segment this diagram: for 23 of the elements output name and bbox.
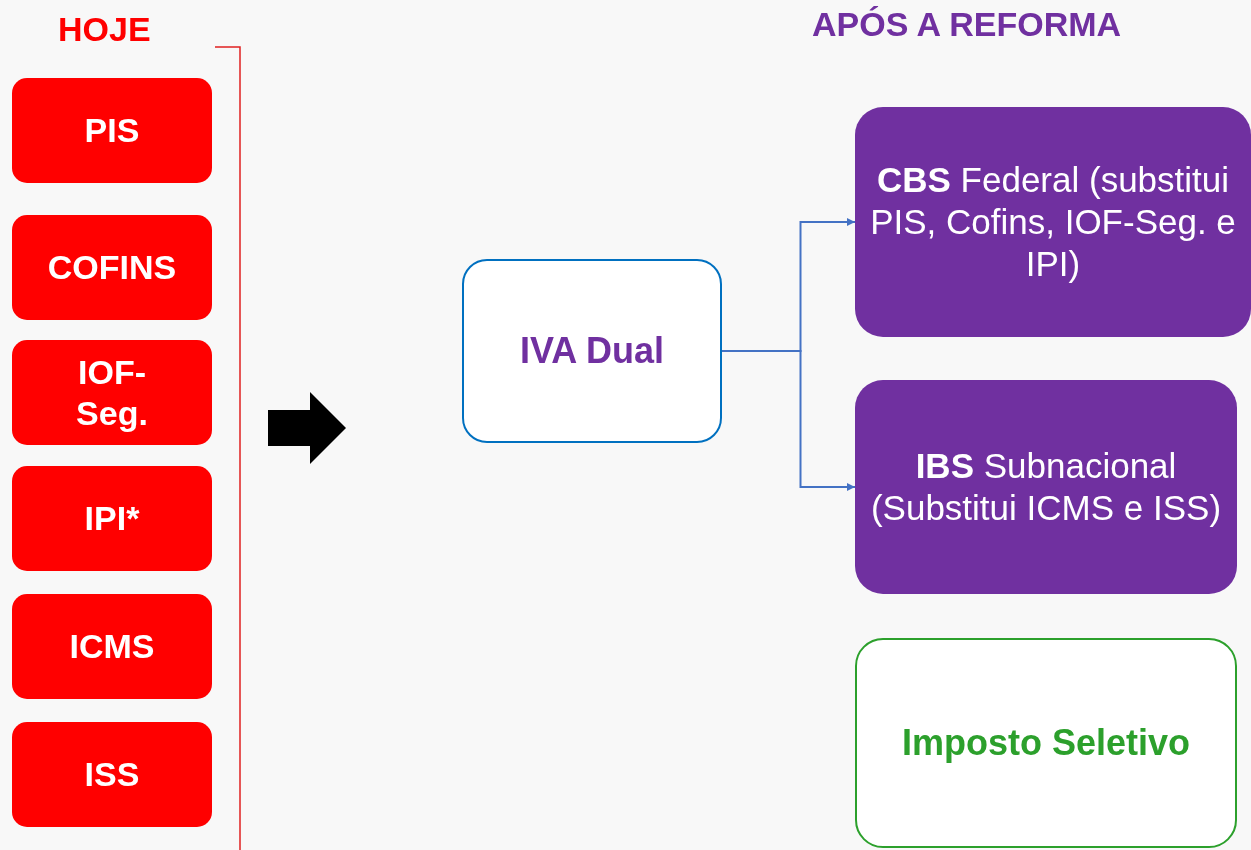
box-label: IBS Subnacional (Substitui ICMS e ISS) [870, 445, 1222, 529]
box-label: IVA Dual [520, 329, 664, 373]
process-box [462, 259, 722, 443]
tax-box [12, 594, 212, 699]
tax-box [855, 107, 1251, 337]
box-label: ISS [84, 754, 140, 795]
tax-box [855, 638, 1237, 848]
box-label: Imposto Seletivo [901, 721, 1191, 765]
box-label: ICMS [69, 626, 155, 667]
tax-box [12, 722, 212, 827]
arrow [721, 350, 856, 491]
tax-box [12, 215, 212, 320]
box-label: PIS [84, 110, 140, 151]
box-label: COFINS [47, 247, 177, 288]
tax-box [12, 78, 212, 183]
section-heading: APÓS A REFORMA [812, 5, 1122, 44]
box-label: CBS Federal (substitui PIS, Cofins, IOF-Seg. e IPI) [870, 159, 1236, 285]
tax-box [12, 340, 212, 445]
box-label: IPI* [84, 498, 140, 539]
box-label: IOF-Seg. [75, 351, 149, 434]
section-heading: HOJE [58, 10, 151, 49]
tax-box [12, 466, 212, 571]
tax-box [855, 380, 1237, 594]
